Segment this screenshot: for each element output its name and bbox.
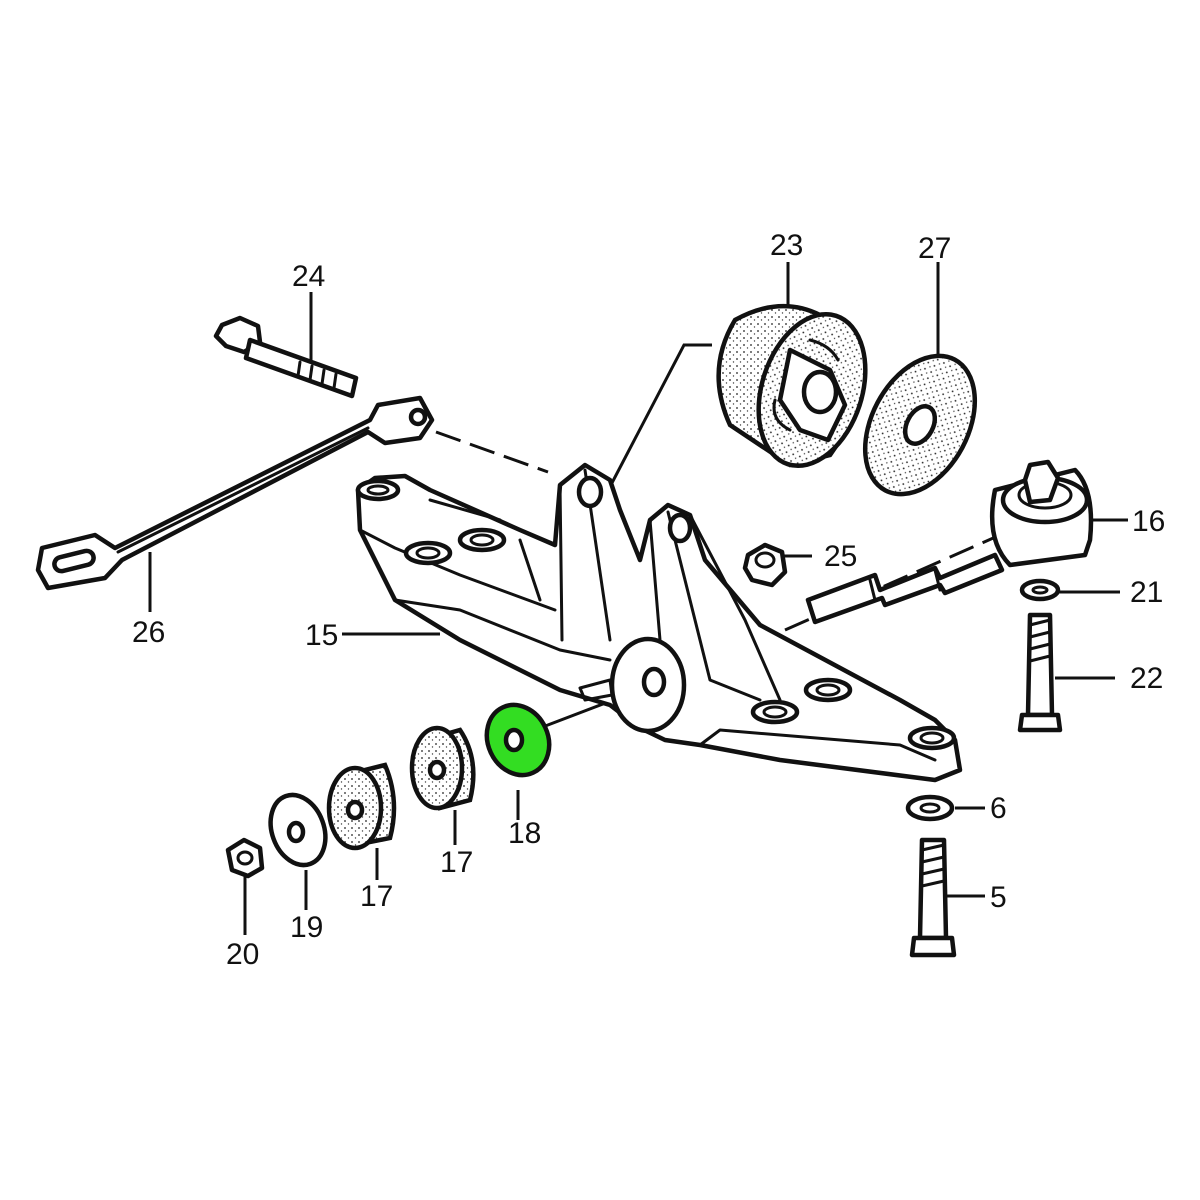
part-18-washer-highlighted[interactable] [476,695,561,786]
callout-17-left: 17 [360,880,393,913]
part-16-bushing[interactable] [805,459,1094,625]
callout-24: 24 [292,260,325,293]
part-20-nut[interactable] [225,837,265,879]
callout-23: 23 [770,229,803,262]
connection-line [600,343,712,503]
callout-15: 15 [305,619,338,652]
callout-17-right: 17 [440,846,473,879]
part-17-bushing-left[interactable] [326,762,397,851]
part-19-washer[interactable] [261,787,334,872]
callout-19: 19 [290,911,323,944]
callout-21: 21 [1130,576,1163,609]
leader-lines [148,262,1128,935]
callout-20: 20 [226,938,259,971]
part-5-bolt[interactable] [909,837,957,958]
part-21-washer[interactable] [1019,578,1061,602]
part-27-disc[interactable] [843,337,997,513]
callout-27: 27 [918,232,951,265]
part-23-engine-mount[interactable] [716,300,884,479]
part-24-bolt[interactable] [213,315,359,399]
callout-5: 5 [990,881,1007,914]
part-22-bolt[interactable] [1017,612,1063,733]
connection-line [435,430,549,474]
callout-16: 16 [1132,505,1165,538]
callout-labels: 24 23 27 16 25 21 22 15 26 18 17 17 19 2… [132,229,1165,971]
part-6-washer[interactable] [905,794,955,822]
part-26-strut[interactable] [35,395,435,591]
callout-6: 6 [990,792,1007,825]
callout-22: 22 [1130,662,1163,695]
part-17-bushing-right[interactable] [409,725,476,811]
part-15-crossmember[interactable] [355,462,963,783]
callout-26: 26 [132,616,165,649]
callout-25: 25 [824,540,857,573]
part-25-nut[interactable] [742,542,788,588]
callout-18: 18 [508,817,541,850]
